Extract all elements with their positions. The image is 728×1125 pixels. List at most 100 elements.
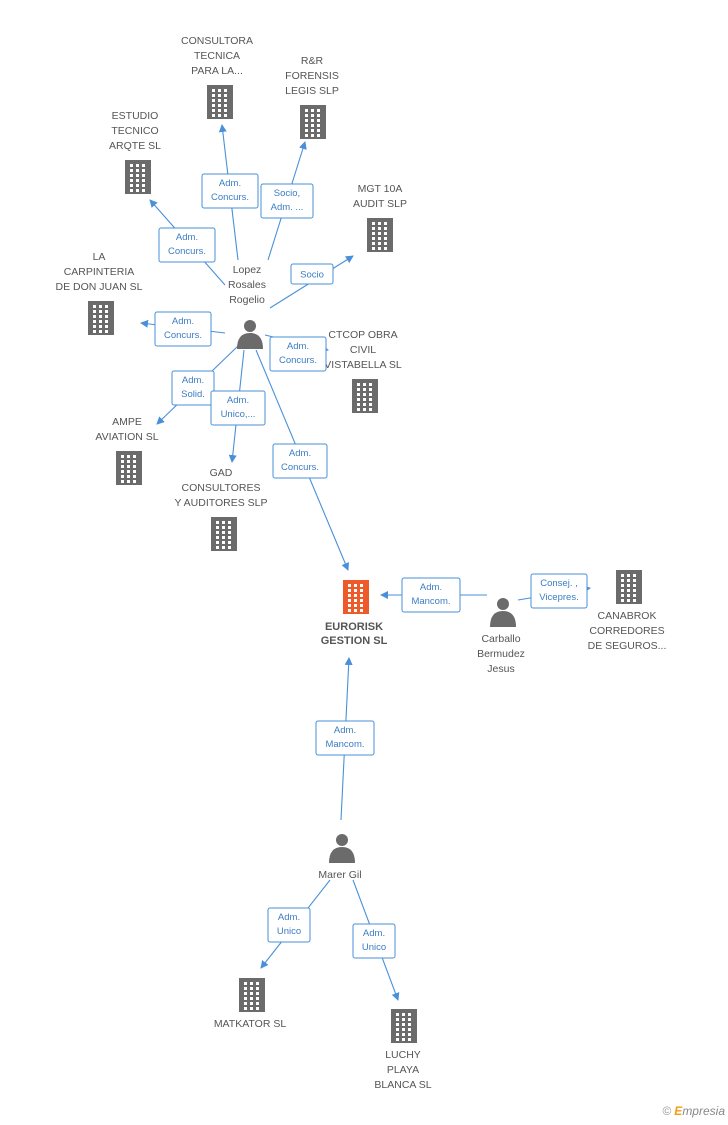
node-carpinteria[interactable]: LA CARPINTERIA DE DON JUAN SL	[56, 251, 143, 335]
edge-label-marer-to-matkator[interactable]: Adm.Unico	[267, 907, 311, 943]
edge-label-line: Unico,...	[221, 409, 256, 420]
edge-label-line: Concurs.	[279, 355, 317, 366]
node-label-line: CORREDORES	[589, 625, 664, 637]
edge-label-line: Mancom.	[411, 596, 450, 607]
empresia-watermark: ©Empresia	[662, 1104, 725, 1118]
edge-label-box	[201, 173, 259, 209]
node-label-line: R&R	[301, 55, 324, 67]
edge-label-box	[315, 720, 375, 756]
focus-company-building-icon	[343, 580, 369, 614]
edge-label-line: Vicepres.	[539, 592, 578, 603]
edge-label-line: Solid.	[181, 389, 205, 400]
node-label-line: LA	[93, 251, 106, 263]
edge-label-line: Adm.	[182, 375, 204, 386]
edge-label-lopez-to-rr[interactable]: Socio,Adm. ...	[260, 183, 314, 219]
node-label-line: DE DON JUAN SL	[56, 281, 143, 293]
node-matkator[interactable]: MATKATOR SL	[214, 978, 287, 1030]
edge-label-carballo-to-eurorisk[interactable]: Adm. Mancom.	[401, 577, 461, 613]
edge-label-box	[171, 370, 215, 406]
building-icon	[239, 978, 265, 1012]
edge-label-lopez-to-gad[interactable]: Adm. Unico,...	[210, 390, 266, 426]
building-icon	[88, 301, 114, 335]
node-label-line: Carballo	[481, 633, 520, 645]
edge-label-line: Concurs.	[281, 462, 319, 473]
edge-label-lopez-to-mgt[interactable]: Socio	[290, 263, 334, 285]
edge-label-lopez-to-ampe[interactable]: Adm. Solid.	[171, 370, 215, 406]
building-icon	[391, 1009, 417, 1043]
node-label-line: AVIATION SL	[95, 431, 158, 443]
edge-label-box	[272, 443, 328, 479]
edge-label-line: Concurs.	[164, 330, 202, 341]
edge-label-line: Mancom.	[325, 739, 364, 750]
node-label-line: PLAYA	[387, 1064, 419, 1076]
node-label-line: TECNICA	[194, 50, 240, 62]
person-icon	[490, 598, 516, 627]
node-label-line: MGT 10A	[358, 183, 403, 195]
node-label-line: CONSULTORA	[181, 35, 253, 47]
edge-label-line: Adm.	[334, 725, 356, 736]
node-label-line: Jesus	[487, 663, 514, 675]
node-estudio[interactable]: ESTUDIO TECNICO ARQTE SL	[109, 110, 161, 194]
edge-label-box	[290, 263, 334, 285]
building-icon	[300, 105, 326, 139]
edge-label-line: Consej. ,	[540, 578, 578, 589]
edge-label-box	[401, 577, 461, 613]
edge-label-line: Socio	[300, 270, 324, 281]
edge-label-marer-to-luchy[interactable]: Adm.Unico	[352, 923, 396, 959]
node-label-line: ARQTE SL	[109, 140, 161, 152]
edge-label-line: Concurs.	[211, 192, 249, 203]
node-mgt[interactable]: MGT 10A AUDIT SLP	[353, 183, 407, 252]
node-marer[interactable]: Marer Gil	[318, 834, 362, 881]
node-label-line: CONSULTORES	[182, 482, 261, 494]
node-label-line: Marer Gil	[318, 869, 361, 881]
person-icon	[237, 320, 263, 349]
edge-label-marer-to-eurorisk[interactable]: Adm. Mancom.	[315, 720, 375, 756]
node-label-line: Bermudez	[477, 648, 525, 660]
node-label-line: ESTUDIO	[112, 110, 159, 122]
building-icon	[116, 451, 142, 485]
building-icon	[125, 160, 151, 194]
building-icon	[211, 517, 237, 551]
edge-label-line: Adm.	[227, 395, 249, 406]
copyright-icon: ©	[662, 1104, 672, 1118]
edge-label-line: Adm.	[176, 232, 198, 243]
edge-label-box	[154, 311, 212, 347]
edge-label-line: Adm.	[420, 582, 442, 593]
node-label-line: CANABROK	[598, 610, 657, 622]
node-label-line: AUDIT SLP	[353, 198, 407, 210]
node-label-line: VISTABELLA SL	[324, 359, 402, 371]
node-label-line: CIVIL	[350, 344, 376, 356]
node-label-line: Y AUDITORES SLP	[175, 497, 268, 509]
edge-label-line: Socio,	[274, 188, 300, 199]
node-label-line: TECNICO	[111, 125, 158, 137]
node-label-line: FORENSIS	[285, 70, 339, 82]
edge-label-lopez-to-estudio[interactable]: Adm. Concurs.	[158, 227, 216, 263]
edge-label-line: Adm.	[363, 928, 385, 939]
node-label-line: CARPINTERIA	[64, 266, 135, 278]
watermark-brand: mpresia	[682, 1104, 725, 1118]
building-icon	[367, 218, 393, 252]
edge-label-box	[267, 907, 311, 943]
edge-label-carballo-to-canabrok[interactable]: Consej. , Vicepres.	[530, 573, 588, 609]
edge-label-box	[158, 227, 216, 263]
edge-label-lopez-to-eurorisk[interactable]: Adm. Concurs.	[272, 443, 328, 479]
edge-label-line: Adm.	[287, 341, 309, 352]
edge-label-lopez-to-carpinteria[interactable]: Adm.Concurs.	[154, 311, 212, 347]
edge-label-lopez-to-ctcop[interactable]: Adm. Concurs.	[269, 336, 327, 372]
person-icon	[329, 834, 355, 863]
edge-label-lopez-to-consultora[interactable]: Adm.Concurs.	[201, 173, 259, 209]
edge-label-box	[352, 923, 396, 959]
edge-label-line: Adm.	[289, 448, 311, 459]
edge-labels-layer: Adm. Concurs. Socio,Adm. ... Adm. Concurs. So…	[154, 173, 588, 959]
edge-label-line: Concurs.	[168, 246, 206, 257]
